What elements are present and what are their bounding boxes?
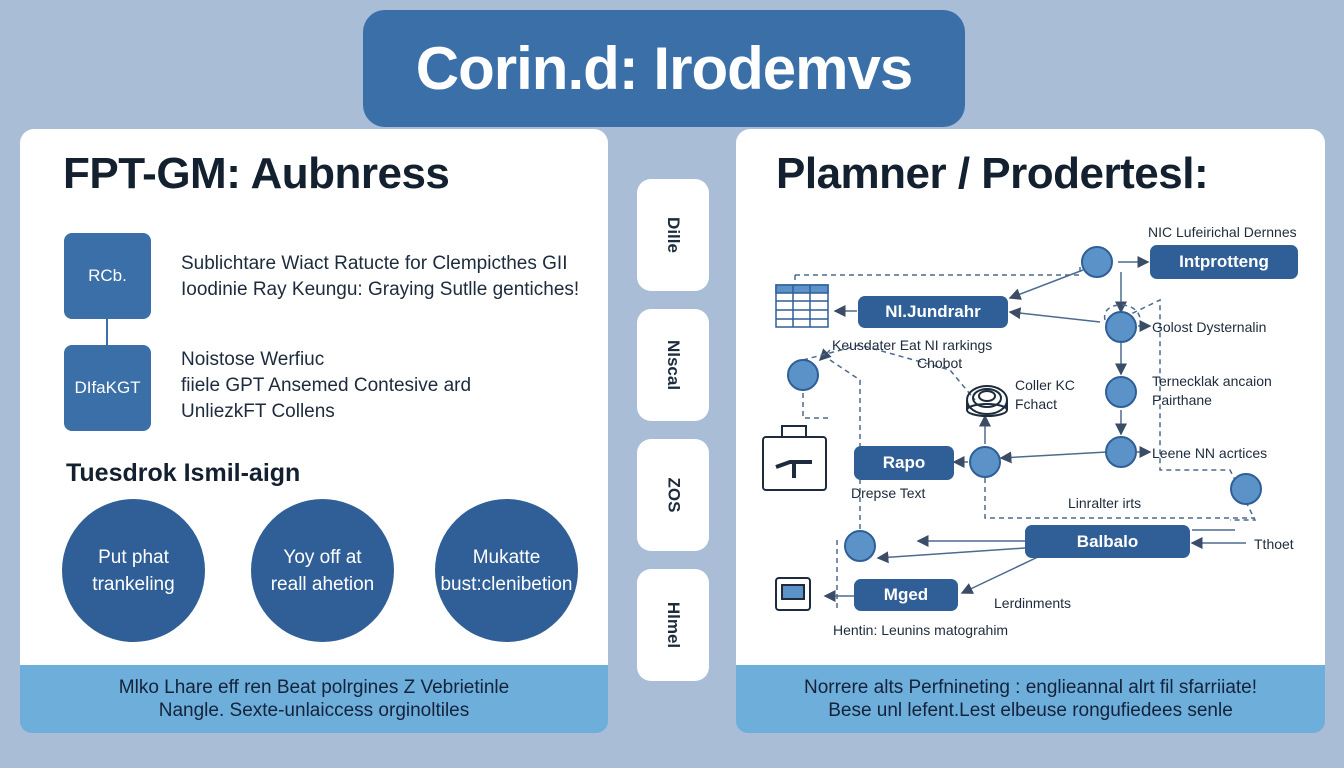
label-coller: Coller KC Fchact <box>1015 376 1075 414</box>
label-ternecklak: Ternecklak ancaion Pairthane <box>1152 372 1272 410</box>
right-footer-line-1: Norrere alts Perfnineting : englieannal … <box>803 677 1258 698</box>
left-footer: Mlko Lhare eff ren Beat polrgines Z Vebr… <box>20 665 608 733</box>
label-ternecklak-line-2: Pairthane <box>1152 392 1212 408</box>
edge-dashed <box>795 264 1081 276</box>
label-coller-line-1: Coller KC <box>1015 377 1075 393</box>
label-coller-line-2: Fchact <box>1015 396 1058 412</box>
step-1-line-2: Ioodinie Ray Keungu: Graying Sutlle gent… <box>181 279 580 300</box>
circle-item-3: Mukatte bust:clenibetion <box>435 499 578 642</box>
title-banner: Corin.d: Irodemvs <box>363 10 965 127</box>
left-footer-line-1: Mlko Lhare eff ren Beat polrgines Z Vebr… <box>118 677 510 698</box>
edge-dashed <box>802 344 976 401</box>
coil-icon <box>966 385 1008 417</box>
node-balbalo-label: Balbalo <box>1076 531 1139 551</box>
node-rapo-label: Rapo <box>882 453 926 472</box>
edge-dashed <box>1104 304 1141 321</box>
label-linralter: Linralter irts <box>1068 495 1142 511</box>
label-chobot: Chobot <box>917 355 963 371</box>
label-leene: Leene NN acrtices <box>1152 445 1268 461</box>
circle-3-line-2: bust:clenibetion <box>440 573 573 595</box>
flow-node-circle <box>1105 311 1137 343</box>
label-lerdinments: Lerdinments <box>994 595 1072 611</box>
toolbox-icon <box>762 425 827 491</box>
circle-item-1: Put phat trankeling <box>62 499 205 642</box>
edge-dashed <box>1107 298 1257 521</box>
edge-line <box>999 451 1108 464</box>
label-golost: Golost Dysternalin <box>1152 319 1267 335</box>
node-balbalo: Balbalo <box>1025 525 1190 558</box>
left-panel-title: FPT-GM: Aubnress <box>63 149 450 198</box>
flow-node-circle <box>1081 246 1113 278</box>
edge-line <box>1008 269 1084 300</box>
table-icon <box>775 284 829 328</box>
label-keusdater: Keusdater Eat NI rarkings <box>832 337 993 353</box>
right-footer-line-2: Bese unl lefent.Lest elbeuse rongufiedee… <box>828 700 1233 721</box>
side-tab-2[interactable]: Nlscal <box>637 309 709 421</box>
edge-line <box>876 547 1026 564</box>
step-box-2-label: DIfaKGT <box>74 378 141 397</box>
node-mged: Mged <box>854 579 958 611</box>
flow-node-circle <box>787 359 819 391</box>
label-hentin: Hentin: Leunins matograhim <box>833 622 1009 638</box>
circle-item-2: Yoy off at reall ahetion <box>251 499 394 642</box>
node-intprotteng: Intprotteng <box>1150 245 1298 279</box>
monitor-icon <box>775 577 811 611</box>
side-tab-4[interactable]: Hlmel <box>637 569 709 681</box>
page-title: Corin.d: Irodemvs <box>415 35 913 102</box>
step-box-2: DIfaKGT <box>64 345 151 431</box>
flow-node-circle <box>1105 376 1137 408</box>
node-mged-label: Mged <box>883 585 929 604</box>
circle-2-line-1: Yoy off at <box>283 546 362 568</box>
node-nlundrahr-label: Nl.Jundrahr <box>885 302 981 321</box>
right-panel-title: Plamner / Prodertesl: <box>776 149 1209 198</box>
left-panel: FPT-GM: Aubnress RCb. DIfaKGT Sublichtar… <box>20 129 608 665</box>
step-2-line-3: UnliezkFT Collens <box>181 401 335 422</box>
circle-3-line-1: Mukatte <box>472 546 541 568</box>
label-tthoet: Tthoet <box>1254 536 1294 552</box>
step-1-description: Sublichtare Wiact Ratucte for Clempicthe… <box>181 251 579 303</box>
edge-line <box>1008 307 1101 323</box>
side-tab-1[interactable]: Dille <box>637 179 709 291</box>
circle-2-line-2: reall ahetion <box>270 573 375 595</box>
edge-line <box>818 348 832 362</box>
edge-dashed <box>984 478 1255 519</box>
step-connector <box>106 319 108 345</box>
circle-1-line-1: Put phat <box>98 546 169 568</box>
left-footer-line-2: Nangle. Sexte-unlaiccess orginoltiles <box>158 700 470 721</box>
label-ternecklak-line-1: Ternecklak ancaion <box>1152 373 1272 389</box>
edge-line <box>960 555 1041 594</box>
step-1-line-1: Sublichtare Wiact Ratucte for Clempicthe… <box>181 253 568 274</box>
flow-node-circle <box>1230 473 1262 505</box>
flow-node-circle <box>844 530 876 562</box>
node-rapo: Rapo <box>854 446 954 480</box>
right-footer: Norrere alts Perfnineting : englieannal … <box>736 665 1325 733</box>
step-box-1-label: RCb. <box>88 266 127 285</box>
flow-node-circle <box>1105 436 1137 468</box>
circle-1-line-2: trankeling <box>92 573 175 595</box>
label-top-right: NIC Lufeirichal Dernnes <box>1148 224 1297 240</box>
label-drepse: Drepse Text <box>851 485 926 501</box>
side-tab-3[interactable]: ZOS <box>637 439 709 551</box>
node-intprotteng-label: Intprotteng <box>1179 252 1269 271</box>
step-2-description: Noistose Werfiuc fiiele GPT Ansemed Cont… <box>181 347 471 425</box>
step-2-line-1: Noistose Werfiuc <box>181 349 325 370</box>
node-nlundrahr: Nl.Jundrahr <box>858 296 1008 328</box>
flow-node-circle <box>969 446 1001 478</box>
left-subheading: Tuesdrok Ismil-aign <box>66 459 301 487</box>
step-2-line-2: fiiele GPT Ansemed Contesive ard <box>181 375 472 396</box>
right-panel: Plamner / Prodertesl: <box>736 129 1325 665</box>
step-box-1: RCb. <box>64 233 151 319</box>
